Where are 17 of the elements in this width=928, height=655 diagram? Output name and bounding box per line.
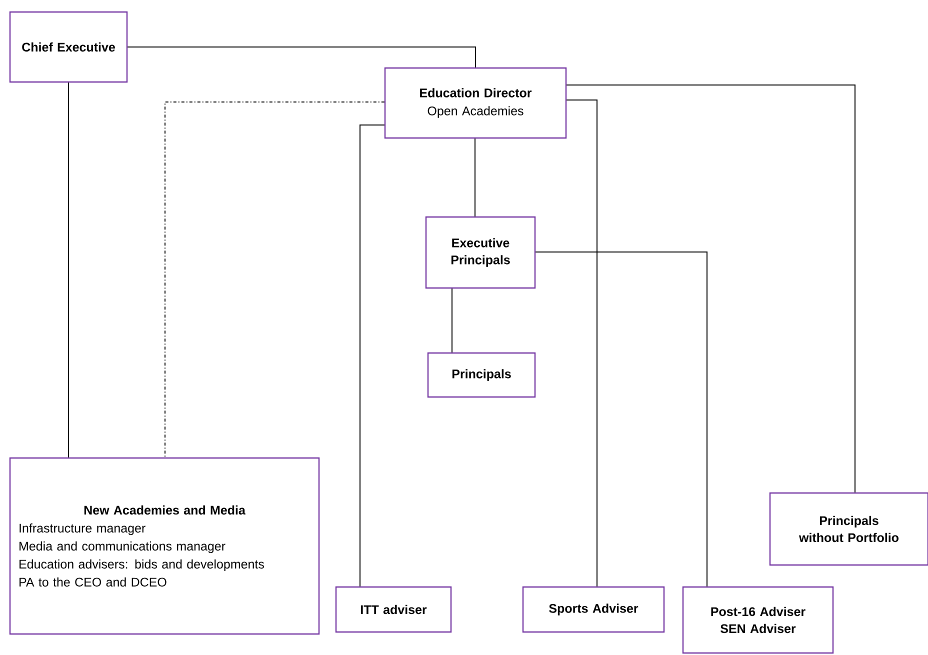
connector-line: [566, 84, 856, 493]
role-box: Principals: [427, 352, 536, 398]
role-box: Executive Principals: [425, 216, 536, 289]
connector-line: [360, 124, 385, 587]
connector-line: [127, 46, 476, 68]
connector-line: [566, 100, 598, 587]
role-box: Education Director Open Academies: [384, 67, 567, 139]
role-box: ITT adviser: [335, 586, 452, 633]
connector-line: [164, 102, 385, 458]
role-box: Principals without Portfolio: [769, 492, 928, 566]
role-box: Sports Adviser: [522, 586, 665, 633]
connector-line: [535, 252, 708, 587]
connector-line: [68, 82, 69, 458]
role-box: New Academies and Media Infrastructure manager Media and communications manager Education advisers: bids and developments PA to the CEO and DCEO: [9, 457, 320, 635]
role-box: Chief Executive: [9, 11, 128, 83]
role-box: Post-16 Adviser SEN Adviser: [682, 586, 834, 654]
connector-line: [474, 138, 476, 217]
